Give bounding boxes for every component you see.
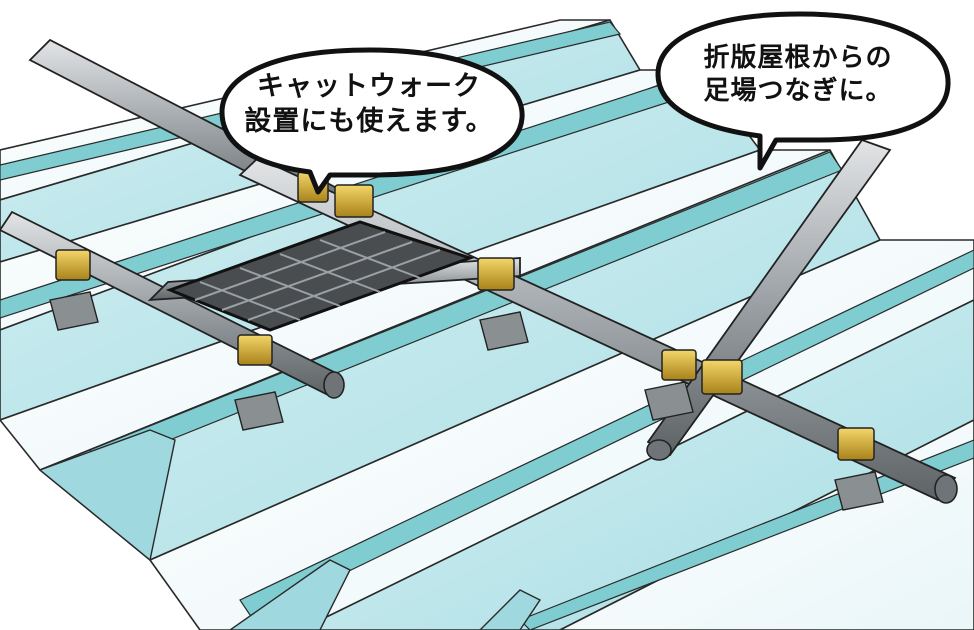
speech-bubble-catwalk	[219, 47, 525, 195]
callout-scaffold-line1: 折版屋根からの	[703, 43, 893, 73]
pipe-clamp	[661, 349, 697, 381]
callout-catwalk-line1: キャットウォーク	[257, 71, 481, 102]
catwalk-grating	[165, 220, 475, 332]
callout-catwalk-text: キャットウォーク 設置にも使えます。	[224, 70, 514, 139]
pipe-clamp	[477, 257, 515, 291]
ridge-brackets	[49, 291, 884, 511]
callout-scaffold-line2: 足場つなぎに。	[703, 76, 893, 107]
roof-folds	[38, 429, 542, 630]
pipe-clamp	[237, 334, 273, 366]
speech-bubble-scaffold	[655, 11, 951, 171]
callout-catwalk-line2: 設置にも使えます。	[244, 105, 494, 137]
pipe-clamps	[55, 171, 875, 461]
pipe-clamp	[837, 427, 875, 461]
pipe-clamp	[55, 249, 91, 281]
pipe-clamp	[334, 184, 374, 218]
callout-scaffold-text: 折版屋根からの 足場つなぎに。	[668, 42, 928, 109]
pipe-clamp	[701, 359, 743, 395]
